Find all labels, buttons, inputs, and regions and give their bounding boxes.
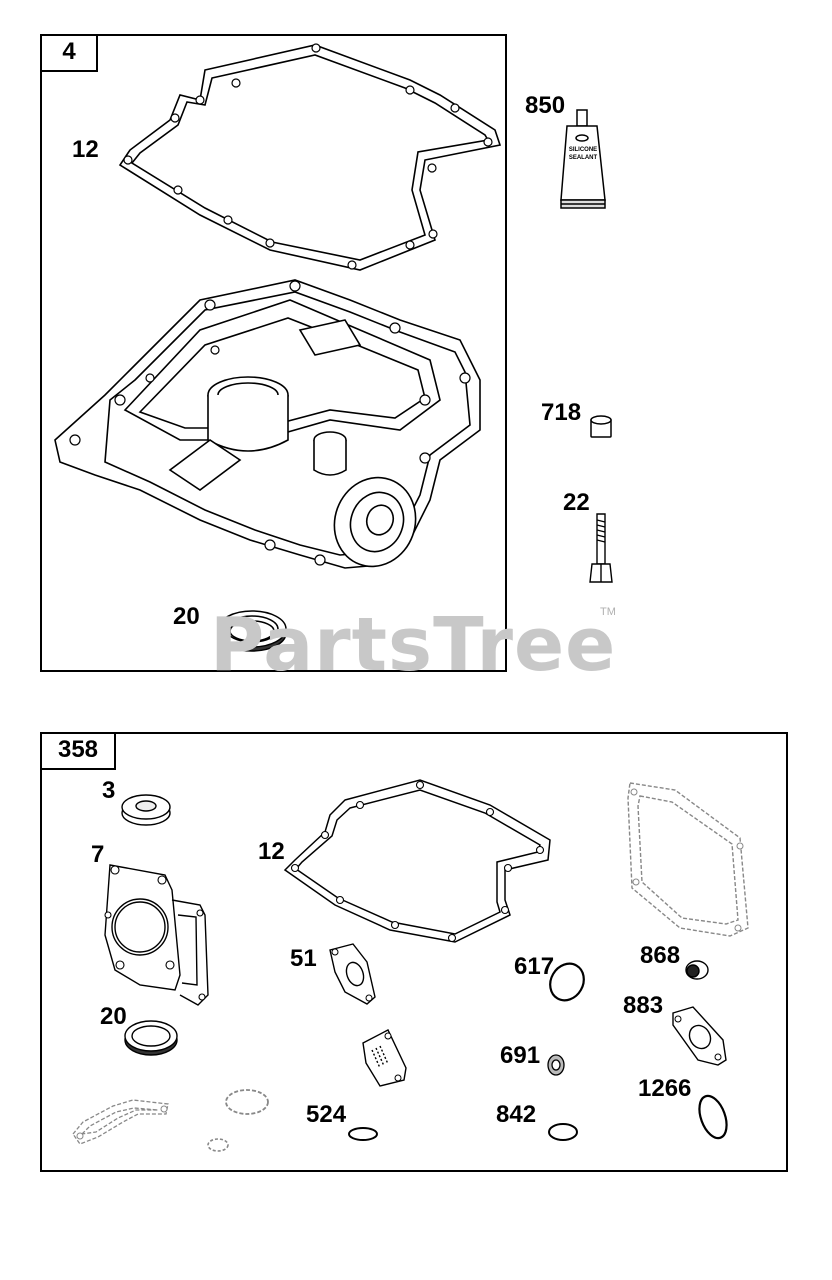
panel-tag: 4: [42, 36, 98, 72]
screw-icon: [589, 513, 613, 583]
panel-tag: 358: [42, 734, 116, 770]
o-ring-842-icon: [548, 1123, 578, 1141]
small-seal-icon: [121, 794, 171, 826]
valve-cover-gasket-drawing: [627, 782, 749, 937]
small-gasket-icon: [362, 1029, 407, 1087]
sealant-label: SILICONE SEALANT: [568, 147, 598, 161]
gasket-51-icon: [329, 943, 376, 1005]
callout-3: 3: [102, 777, 116, 804]
oil-seal-20-icon: [124, 1020, 178, 1056]
washer-691-icon: [547, 1054, 565, 1076]
callout-868: 868: [640, 942, 681, 969]
o-ring-617-icon: [549, 962, 585, 1002]
callout-617: 617: [514, 953, 555, 980]
dowel-pin-body: [590, 415, 612, 425]
o-ring-524-icon: [348, 1127, 378, 1141]
callout-12: 12: [72, 136, 99, 163]
callout-524: 524: [306, 1101, 347, 1128]
sealant-tube-icon: [560, 109, 606, 209]
callout-22: 22: [563, 489, 590, 516]
callout-691: 691: [500, 1042, 541, 1069]
callout-20: 20: [173, 603, 200, 630]
callout-7: 7: [91, 841, 105, 868]
head-gasket-drawing: [104, 864, 209, 1006]
callout-718: 718: [541, 399, 582, 426]
callout-1266: 1266: [638, 1075, 692, 1102]
callout-883: 883: [623, 992, 664, 1019]
grey-gasket-icon: [72, 1099, 169, 1145]
grey-ring-small-icon: [207, 1138, 229, 1152]
callout-12: 12: [258, 838, 285, 865]
watermark: PartsTree: [210, 602, 617, 688]
oil-seal-icon: [217, 610, 287, 652]
callout-842: 842: [496, 1101, 537, 1128]
callout-20: 20: [100, 1003, 127, 1030]
o-ring-1266-icon: [698, 1094, 728, 1140]
callout-51: 51: [290, 945, 317, 972]
watermark-trademark: TM: [600, 606, 616, 618]
grey-ring-large-icon: [225, 1089, 269, 1115]
part-868-icon: [685, 960, 709, 980]
gasket-883-icon: [672, 1006, 727, 1066]
callout-850: 850: [525, 92, 566, 119]
